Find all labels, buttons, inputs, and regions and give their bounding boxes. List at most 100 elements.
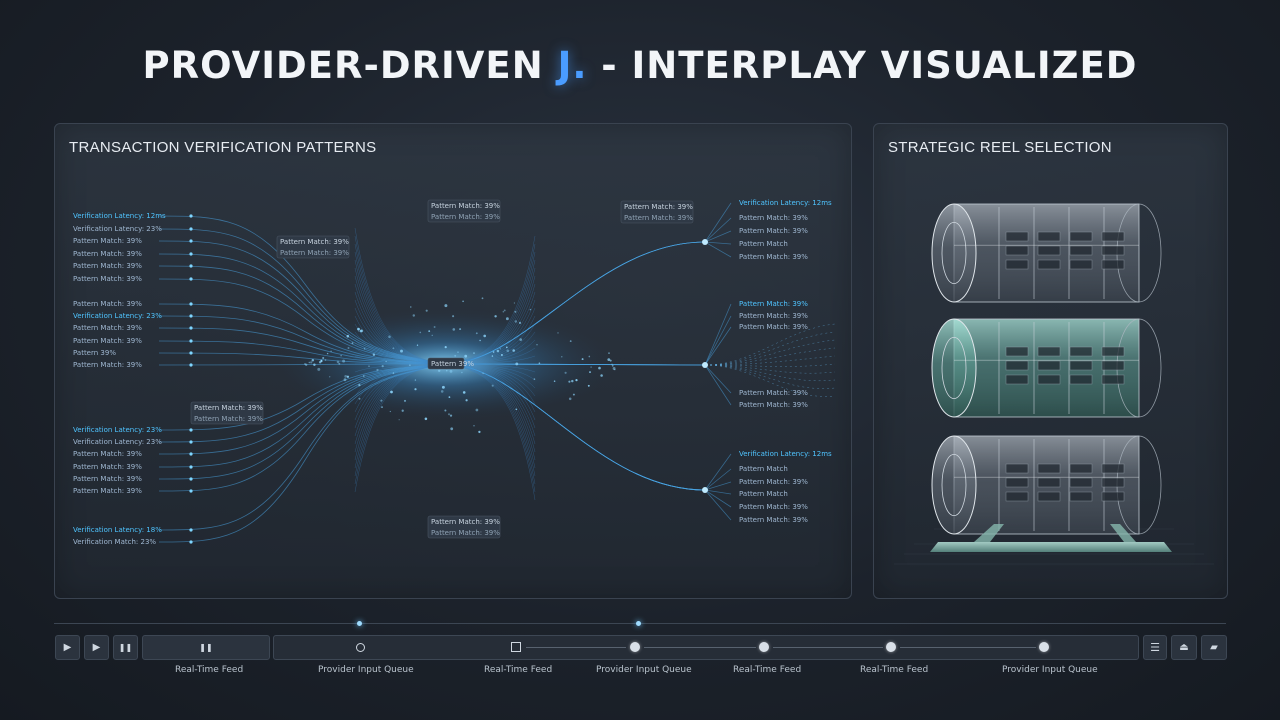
feed-label-4: Provider Input Queue <box>596 665 692 675</box>
left-metric-label: Pattern 39% <box>73 349 116 357</box>
particle <box>326 352 329 355</box>
particle <box>343 378 347 382</box>
flow-line <box>158 303 446 365</box>
pattern-tag-sub: Pattern Match: 39% <box>194 415 263 423</box>
particle <box>587 384 590 387</box>
feed-label-5: Real-Time Feed <box>733 665 802 675</box>
timeline-marker-1[interactable] <box>357 621 362 626</box>
particle <box>340 355 342 357</box>
left-metric-label: Pattern Match: 39% <box>73 361 142 369</box>
flow-line <box>158 240 446 365</box>
folder-button[interactable]: ▰ <box>1201 635 1227 660</box>
flow-line <box>158 363 446 443</box>
pattern-tag-sub: Pattern Match: 39% <box>431 529 500 537</box>
reel-cylinder[interactable] <box>931 318 1162 418</box>
right-metric-label: Pattern Match: 39% <box>739 312 808 320</box>
strand-line <box>704 331 836 366</box>
flow-line <box>158 363 446 455</box>
scrub-knob-4[interactable] <box>1039 642 1049 652</box>
particle <box>513 302 516 304</box>
particle <box>444 346 447 349</box>
reel-stack <box>894 203 1214 565</box>
left-metric-label: Verification Latency: 23% <box>73 312 162 320</box>
node-dot <box>189 302 193 306</box>
pattern-tag-title: Pattern Match: 39% <box>431 518 500 526</box>
particle <box>441 385 445 389</box>
particle <box>600 374 603 377</box>
particle <box>502 311 504 313</box>
timeline-marker-2[interactable] <box>636 621 641 626</box>
particle <box>557 332 559 334</box>
right-labels: Verification Latency: 12ms Pattern Match:… <box>739 199 832 524</box>
strand-line <box>704 347 836 366</box>
left-metric-label: Pattern Match: 39% <box>73 463 142 471</box>
particle <box>329 376 331 378</box>
node-dot <box>189 351 193 355</box>
particle <box>581 358 584 361</box>
pause-feed-button[interactable]: ❚❚ <box>142 635 270 660</box>
node-dot <box>189 264 193 268</box>
particle <box>380 399 383 402</box>
sliders-icon: ☰ <box>1150 641 1160 654</box>
reel-cylinder[interactable] <box>931 203 1162 303</box>
pattern-tag-box <box>190 401 264 425</box>
flow-line <box>158 228 446 365</box>
particle <box>425 309 428 312</box>
play-icon: ▶ <box>63 642 72 653</box>
particle <box>518 321 522 324</box>
play-button[interactable]: ▶ <box>55 635 80 660</box>
step-forward-button[interactable]: ▶ <box>84 635 109 660</box>
left-metric-label: Pattern Match: 39% <box>73 237 142 245</box>
particle <box>358 397 361 400</box>
right-metric-label: Pattern Match <box>739 465 788 473</box>
particle <box>440 390 444 393</box>
pattern-tag-box <box>427 357 465 370</box>
pause-button[interactable]: ❚❚ <box>113 635 138 660</box>
particle <box>496 349 500 353</box>
panel-title-verification: TRANSACTION VERIFICATION PATTERNS <box>69 139 377 156</box>
node-dot <box>189 227 193 231</box>
particle <box>454 354 457 357</box>
reel-cylinder[interactable] <box>931 435 1162 535</box>
scrub-knob-3[interactable] <box>886 642 896 652</box>
pattern-tag-title: Pattern 39% <box>431 360 474 368</box>
scrub-knob-1[interactable] <box>630 642 640 652</box>
strand-line <box>704 363 836 367</box>
particle <box>390 390 393 394</box>
left-metric-label: Pattern Match: 39% <box>73 262 142 270</box>
strand-line <box>704 339 836 366</box>
particle <box>410 306 412 308</box>
timeline-scrubber[interactable] <box>273 635 1139 660</box>
eject-button[interactable]: ⏏ <box>1171 635 1197 660</box>
particle <box>342 359 346 363</box>
right-metric-label: Verification Latency: 12ms <box>739 450 832 458</box>
flow-line <box>158 363 446 431</box>
particle <box>572 393 575 396</box>
scrub-knob-2[interactable] <box>759 642 769 652</box>
particle <box>320 359 323 362</box>
particle <box>491 355 494 357</box>
reel-base <box>930 542 1172 552</box>
particle <box>372 353 376 356</box>
hub-node <box>702 239 708 245</box>
queue-knob-icon[interactable] <box>356 643 365 652</box>
stop-square-icon[interactable] <box>511 642 521 652</box>
particle <box>322 356 325 360</box>
node-dot <box>189 465 193 469</box>
flow-line <box>158 340 446 365</box>
left-metric-label: Verification Match: 23% <box>73 538 156 546</box>
particle <box>416 344 419 346</box>
particle <box>462 300 464 303</box>
node-dot <box>189 252 193 256</box>
pattern-tag-title: Pattern Match: 39% <box>431 202 500 210</box>
left-metric-label: Pattern Match: 39% <box>73 475 142 483</box>
particle <box>483 334 487 338</box>
settings-sliders-button[interactable]: ☰ <box>1143 635 1167 660</box>
particle <box>358 383 361 387</box>
strand-line <box>704 355 836 366</box>
step-icon: ▶ <box>92 642 101 653</box>
particle <box>346 334 350 338</box>
feed-label-2: Provider Input Queue <box>318 665 414 675</box>
eject-icon: ⏏ <box>1179 642 1189 653</box>
particle <box>512 349 515 352</box>
